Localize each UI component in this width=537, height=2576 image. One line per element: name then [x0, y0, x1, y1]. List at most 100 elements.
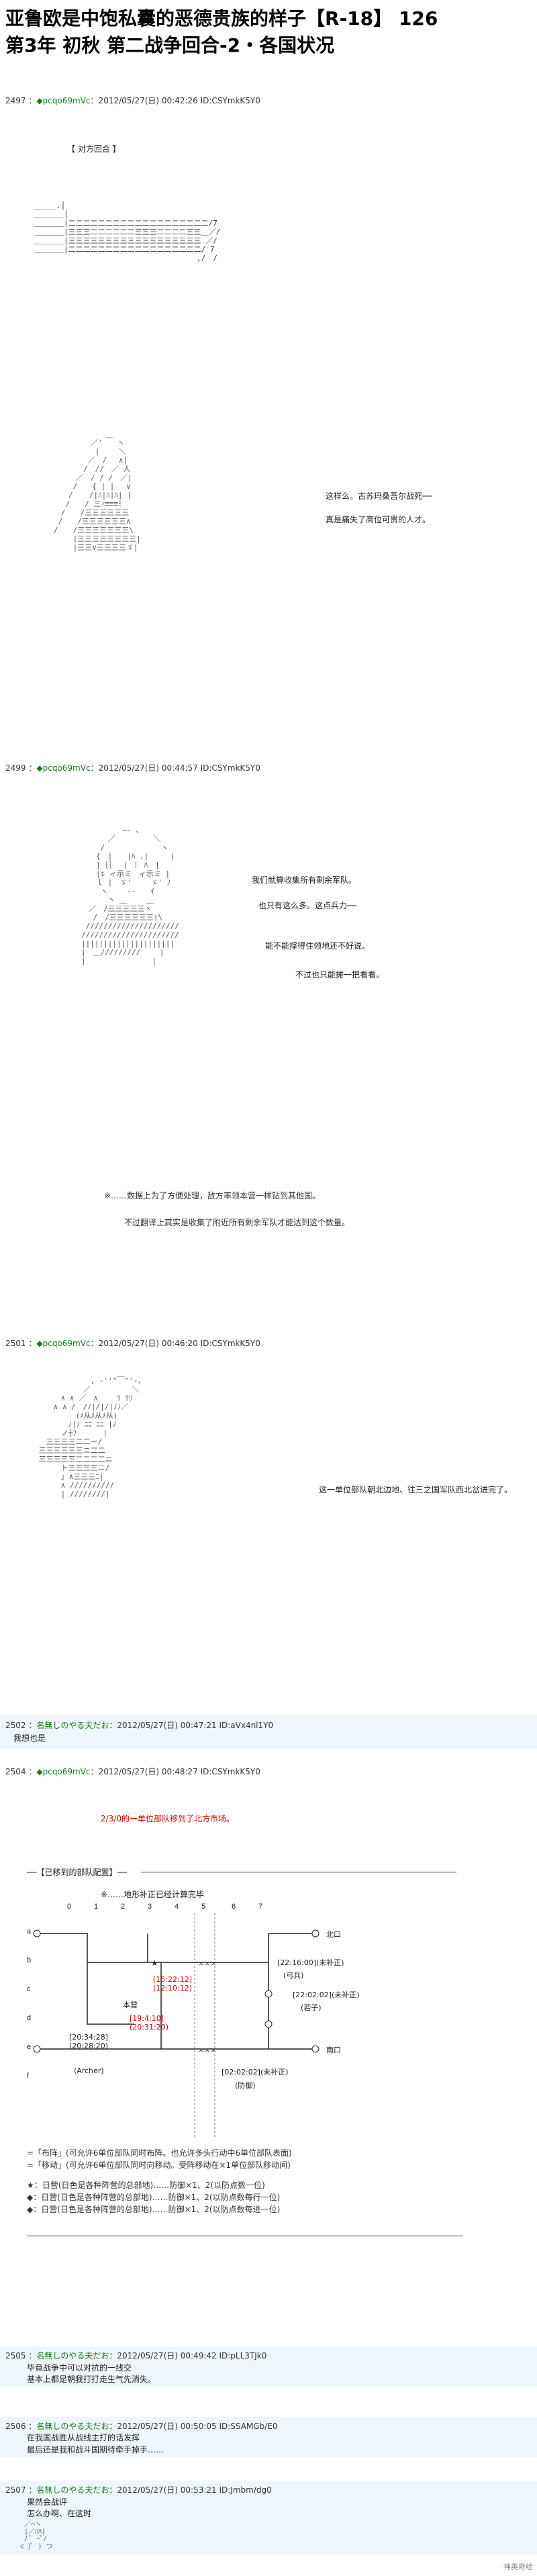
post-number: 2504: [5, 1767, 26, 1776]
notice-red: 2/3/0的一单位部队移到了北方市场。: [101, 1814, 234, 1823]
post-number: 2497: [5, 96, 26, 105]
reply-text: 果然会战评: [27, 2497, 68, 2507]
dialogue-line: 我们就算收集所有剩余军队。: [252, 875, 357, 885]
map-column-labels: 0 1 2 3 4 5 6 7: [67, 1903, 262, 1911]
post-author: 名無しのやる夫だお: [36, 2485, 109, 2495]
row-label: c: [27, 1985, 31, 1993]
reply-text: 怎么办啊、在这时: [27, 2509, 92, 2518]
post-meta: 2012/05/27(日) 00:42:26 ID:CSYmkK5Y0: [98, 96, 260, 105]
post-author: ◆pcqo69mVc: [36, 1339, 91, 1348]
dialogue-line: 不过也只能摊一把看看。: [295, 970, 385, 980]
unit-note: (Archer): [74, 2066, 104, 2075]
post-meta: 2012/05/27(日) 00:50:05 ID:SSAMGb/E0: [117, 2422, 278, 2431]
unit-note: (若子): [301, 2003, 322, 2012]
map-subnote: ※……地形补正已经计算完毕: [101, 1890, 205, 1899]
honjin-label: 本营: [123, 2000, 138, 2009]
character-ascii-art-3: , ‐''"￣"'‐、 ／ ＼ ∧ ∧ ／ ∧ ﾘ ﾘﾘ ∧ ∧ / /ﾉ|/|…: [38, 1376, 146, 1498]
unit-stats: [15:22:12](12:10:12): [153, 1975, 192, 1993]
post-author: ◆pcqo69mVc: [36, 1767, 91, 1776]
post-number: 2505: [5, 2351, 26, 2360]
col-label: 3: [148, 1903, 152, 1911]
unit-note: (防御): [235, 2081, 256, 2090]
post-meta: 2012/05/27(日) 00:47:21 ID:aVx4nl1Y0: [117, 1721, 274, 1730]
map-header: ──【已移到的部队配置】──: [27, 1868, 127, 1877]
bracket-label: 【 对方回合 】: [67, 144, 121, 154]
unit-stats: [19:4:10](20:31:20): [130, 2014, 168, 2032]
map-units: [33, 1929, 320, 2053]
unit-stats: [22:16:00](未补正): [277, 1958, 344, 1967]
unit-stats: [22:02:02](未补正): [293, 1991, 360, 1999]
post-header: 2506 ：名無しのやる夫だお：2012/05/27(日) 00:50:05 I…: [5, 2422, 278, 2431]
post-header: 2497 ：◆pcqo69mVc：2012/05/27(日) 00:42:26 …: [5, 96, 260, 105]
row-label: f: [27, 2072, 30, 2080]
map-routes: [37, 1933, 315, 2050]
unit-stats: [02:02:02](未补正): [222, 2068, 289, 2077]
post-author: 名無しのやる夫だお: [36, 1721, 109, 1730]
small-ascii-art: ／⌒ヽ |／ﾊﾊ| ﾉ ﾟ ｰﾟﾉ ⊂ )ﾟ ) つ: [19, 2521, 53, 2550]
star-icon: ★: [151, 1958, 158, 1968]
battle-map: 0 1 2 3 4 5 6 7 a b c d e f ★ 本营: [27, 1903, 320, 2138]
page-title-line1: 亚鲁欧是中饱私囊的恶德贵族的样子【R-18】 126: [5, 7, 438, 30]
legend-line: ◆：日营(日色是各种阵营的总部地)……防御×1、2(以防点数每进一位): [27, 2205, 281, 2214]
reply-block: [0, 1715, 537, 1749]
map-grid: [194, 1913, 215, 2138]
post-number: 2502: [5, 1721, 26, 1730]
map-row-labels: a b c d e f: [27, 1927, 32, 2080]
post-header: 2507 ：名無しのやる夫だお：2012/05/27(日) 00:53:21 I…: [5, 2485, 272, 2495]
post-author: ◆pcqo69mVc: [36, 96, 91, 105]
character-ascii-art-1: ＿ ／' ヽ | ＼ ／ / ∧| / // ／ 人 ／ / / / ／| / …: [54, 430, 141, 552]
post-author: 名無しのやる夫だお: [36, 2351, 109, 2360]
dialogue-line: 真是痛失了高位可贵的人才。: [326, 515, 431, 524]
unit-stats: [20:34:28](20:28:20): [69, 2033, 108, 2050]
col-label: 0: [67, 1903, 71, 1911]
reply-text: 最后还是我和战斗国期待牵手掉手……: [27, 2445, 164, 2454]
legend-line: =「布阵」(可允许6单位部队同时布阵。也允许多头行动中6单位部队表面): [27, 2148, 292, 2158]
cross-icon: ×××: [198, 1959, 217, 1968]
post-header: 2499 ：◆pcqo69mVc：2012/05/27(日) 00:44:57 …: [5, 763, 260, 773]
reply-block: [0, 2417, 537, 2457]
col-label: 4: [175, 1903, 179, 1911]
post-meta: 2012/05/27(日) 00:46:20 ID:CSYmkK5Y0: [98, 1339, 260, 1348]
col-label: 6: [232, 1903, 236, 1911]
watermark-text: 神英奇绘: [503, 2563, 533, 2571]
map-exit-north: 北口: [326, 1930, 341, 1939]
col-label: 2: [121, 1903, 125, 1911]
post-header: 2504 ：◆pcqo69mVc：2012/05/27(日) 00:48:27 …: [5, 1767, 260, 1776]
character-ascii-art-2: ―‐ 、 ／ ＼ / ヽ { | |ﾊ .| | |｛｛ | 丨 ﾊ | |i …: [81, 826, 179, 965]
castle-ascii-art: ＿＿＿.│ ＿＿＿＿│ ＿＿＿＿|二二二二二二二二二二二二二二二二二二二/7 ＿…: [34, 201, 221, 263]
legend-line: =「移动」(可允许6单位部队同时向移动。受阵移动在×1单位部队移动间): [27, 2160, 291, 2170]
reply-block: [0, 2481, 537, 2555]
dialogue-line: 能不能撑得住领地还不好说。: [265, 941, 371, 951]
row-label: d: [27, 2014, 31, 2022]
post-author: 名無しのやる夫だお: [36, 2422, 109, 2431]
post-header: 2505 ：名無しのやる夫だお：2012/05/27(日) 00:49:42 I…: [5, 2351, 267, 2360]
reply-text: 毕竟战争中可以对抗的一线交: [27, 2363, 132, 2373]
reply-text: 在我国战胜从战线主打的话发挥: [27, 2433, 140, 2442]
reply-text: 基本上都是朝我打打走生气先消失。: [27, 2375, 156, 2384]
post-meta: 2012/05/27(日) 00:49:42 ID:pLL3TJk0: [117, 2351, 267, 2360]
post-meta: 2012/05/27(日) 00:48:27 ID:CSYmkK5Y0: [98, 1767, 260, 1776]
col-label: 1: [94, 1903, 98, 1911]
post-header: 2501 ：◆pcqo69mVc：2012/05/27(日) 00:46:20 …: [5, 1339, 260, 1348]
row-label: a: [27, 1927, 32, 1936]
post-meta: 2012/05/27(日) 00:53:21 ID:Jmbm/dg0: [117, 2485, 272, 2495]
post-number: 2506: [5, 2422, 26, 2431]
page-title-line2: 第3年 初秋 第二战争回合-2・各国状况: [5, 34, 335, 56]
dialogue-line: 这样么。古苏玛桑吾尔战死──: [326, 491, 432, 501]
footnote: ※……数据上为了方便处理，敌方率领本营一样钻到其他国。: [104, 1191, 321, 1200]
post-number: 2507: [5, 2485, 26, 2495]
post-author: ◆pcqo69mVc: [36, 763, 91, 773]
dialogue-line: 这一单位部队朝北边地、往三之国军队西北岔进完了。: [319, 1485, 513, 1494]
col-label: 7: [258, 1903, 262, 1911]
reply-text: 我想也是: [13, 1733, 46, 1743]
dialogue-line: 也只有这么多。这点兵力──: [258, 901, 357, 910]
post-meta: 2012/05/27(日) 00:44:57 ID:CSYmkK5Y0: [98, 763, 260, 773]
post-number: 2501: [5, 1339, 26, 1348]
post-header: 2502 ：名無しのやる夫だお：2012/05/27(日) 00:47:21 I…: [5, 1721, 274, 1730]
reply-block: [0, 2346, 537, 2387]
row-label: e: [27, 2043, 31, 2051]
col-label: 5: [201, 1903, 205, 1911]
map-exit-south: 南口: [326, 2046, 341, 2054]
post-number: 2499: [5, 763, 26, 773]
footnote: 不过翻译上其实是收集了附近所有剩余军队才能达到这个数量。: [124, 1218, 350, 1227]
